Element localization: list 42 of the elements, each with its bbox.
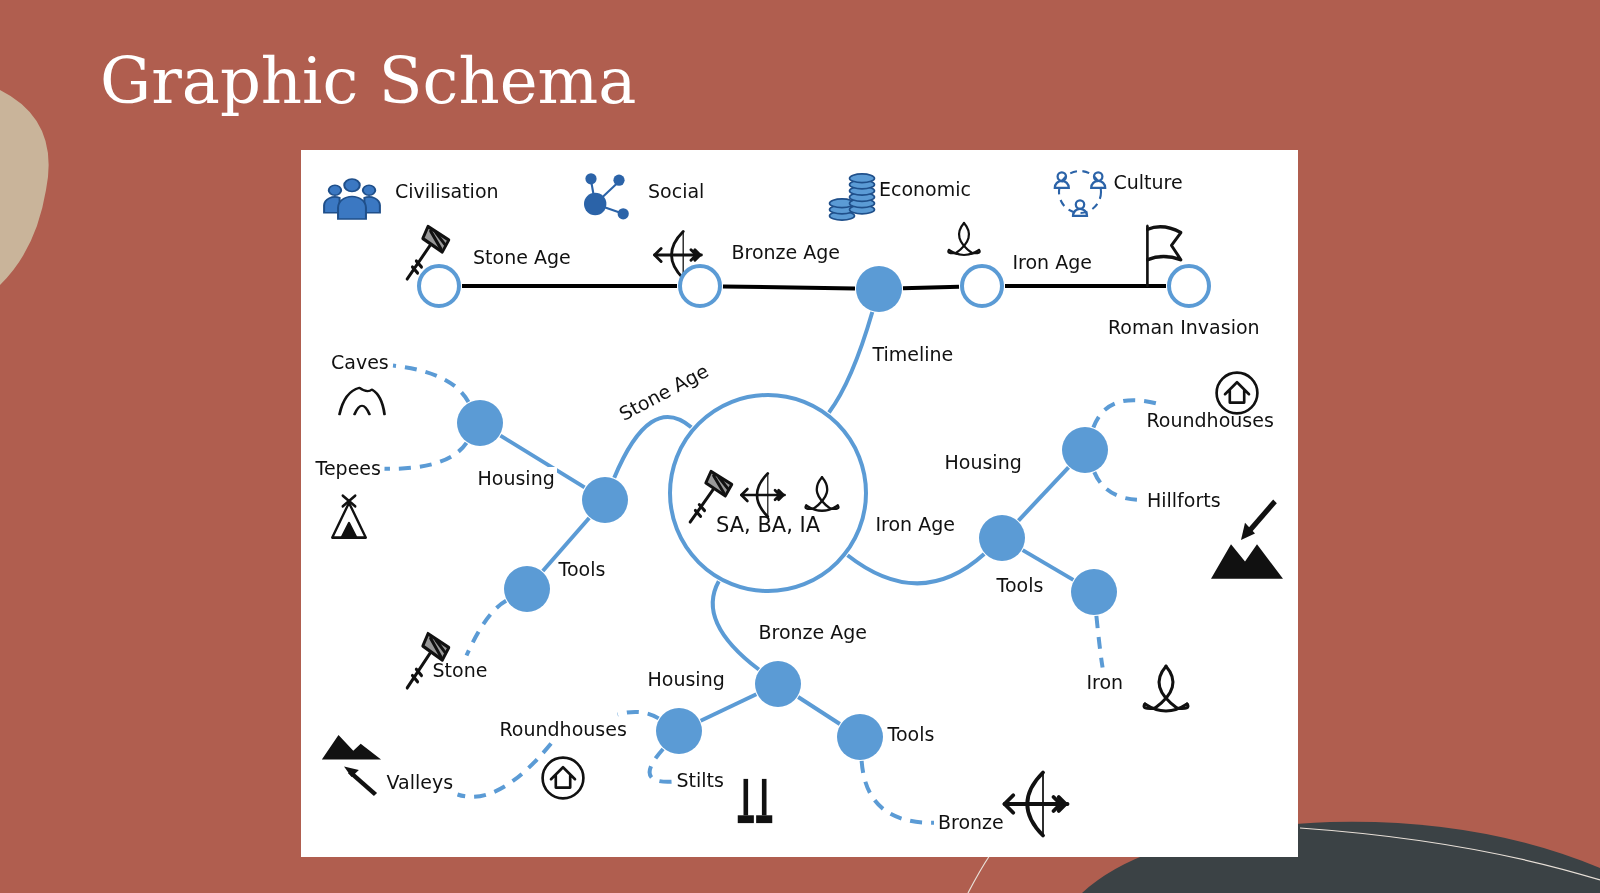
- node-caption: Roman Invasion: [1108, 315, 1260, 339]
- topic-label: Roundhouses: [499, 717, 627, 741]
- node-caption: Stone Age: [473, 245, 571, 269]
- connector: [1005, 284, 1166, 288]
- slide-title: Graphic Schema: [100, 44, 637, 118]
- topic-label: Roundhouses: [1146, 408, 1274, 432]
- dashed-connector: [1094, 615, 1105, 668]
- connector: [699, 692, 758, 723]
- dashed-connector: [617, 710, 660, 721]
- topic-label: Bronze: [938, 810, 1004, 834]
- topic-label: Valleys: [386, 770, 454, 794]
- connector: [722, 284, 856, 291]
- connector: [499, 433, 586, 490]
- category-label: Economic: [879, 177, 971, 201]
- node-caption: Bronze Age: [731, 240, 841, 264]
- connector: [710, 580, 761, 672]
- dashed-connector: [464, 599, 508, 657]
- topic-label: Stilts: [676, 768, 724, 792]
- category-label: Civilisation: [395, 179, 499, 203]
- dashed-connector: [392, 363, 471, 404]
- connector: [1017, 466, 1070, 522]
- category-label: Social: [648, 179, 705, 203]
- connector: [827, 311, 875, 414]
- dashed-connector: [384, 441, 469, 471]
- connector: [612, 415, 693, 479]
- connector: [846, 552, 986, 586]
- connector: [1021, 548, 1075, 582]
- connector: [797, 695, 841, 726]
- category-label: Culture: [1113, 170, 1183, 194]
- dashed-connector: [647, 747, 673, 784]
- topic-label: Hillforts: [1147, 488, 1221, 512]
- topic-label: Caves: [331, 350, 389, 374]
- dashed-connector: [859, 760, 935, 825]
- topic-label: Tepees: [315, 456, 381, 480]
- dashed-connector: [457, 742, 553, 799]
- connector: [462, 284, 677, 288]
- connector: [902, 284, 960, 291]
- node-caption: Iron Age: [1012, 250, 1092, 274]
- connector: [541, 516, 591, 573]
- topic-label: Iron: [1086, 670, 1124, 694]
- topic-label: Stone: [432, 658, 488, 682]
- node-text: SA, BA, IA: [716, 513, 821, 539]
